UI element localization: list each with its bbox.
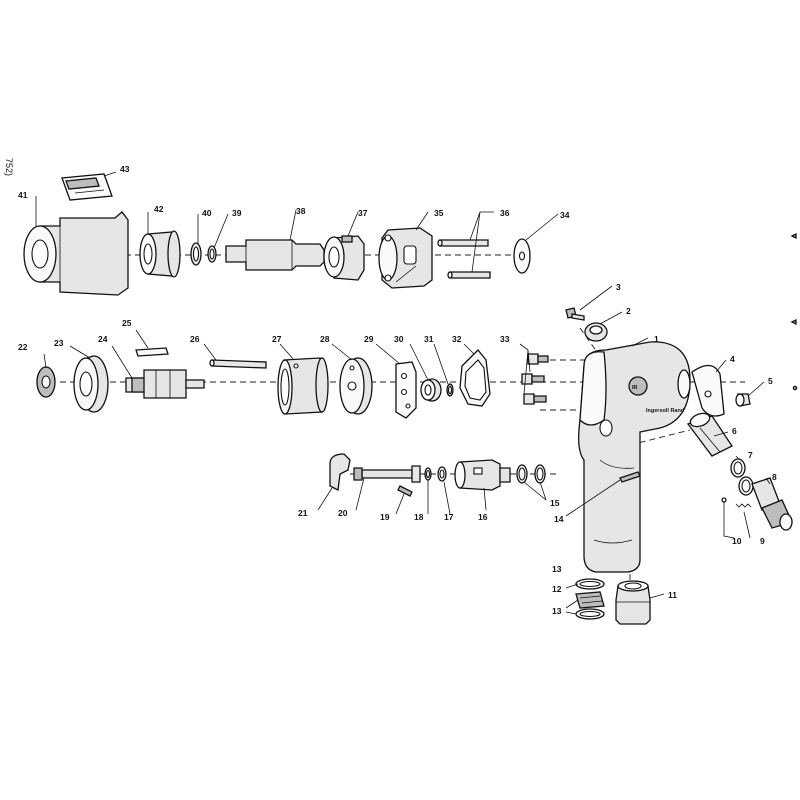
callout-7: 7	[748, 450, 753, 460]
callout-33: 33	[500, 334, 510, 344]
callout-14: 14	[554, 514, 564, 524]
callout-16: 16	[478, 512, 488, 522]
edge-marks	[790, 232, 798, 391]
part-1-motor-housing: IR Ingersoll Rand	[578, 341, 691, 573]
part-25-rotor-vane	[135, 347, 169, 357]
callout-numbers: 1 2 3 4 5 6 7 8 9 10 11 12 13 13 14 15 1…	[18, 164, 777, 616]
brand-name: Ingersoll Rand	[646, 408, 684, 414]
part-21-trigger	[329, 453, 351, 491]
part-22-washer	[36, 366, 56, 398]
callout-32: 32	[452, 334, 462, 344]
part-18-o-ring	[424, 467, 432, 481]
callout-38: 38	[296, 206, 306, 216]
callout-1: 1	[654, 334, 659, 344]
part-14-trigger-pin	[619, 471, 641, 483]
part-2-cap	[584, 322, 608, 342]
callout-3: 3	[616, 282, 621, 292]
part-38-anvil	[225, 239, 325, 271]
part-15-o-rings	[516, 464, 546, 484]
part-31-retaining-ring	[446, 383, 454, 397]
callout-17: 17	[444, 512, 454, 522]
part-29-gasket	[395, 361, 417, 419]
part-27-cylinder	[277, 357, 329, 415]
part-24-rotor	[125, 369, 205, 399]
callout-26: 26	[190, 334, 200, 344]
part-36-cage-pins	[437, 239, 491, 279]
part-41-hammer-case	[23, 211, 129, 296]
part-33-cap-screws	[521, 353, 549, 405]
callout-11: 11	[668, 590, 677, 600]
callout-34: 34	[560, 210, 570, 220]
callout-13-lower: 13	[552, 606, 562, 616]
callout-30: 30	[394, 334, 404, 344]
part-40-retaining-ring	[190, 242, 202, 266]
callout-6: 6	[732, 426, 737, 436]
callout-19: 19	[380, 512, 390, 522]
part-3-screw	[565, 307, 585, 321]
part-19-roll-pin	[397, 485, 413, 497]
callout-2: 2	[626, 306, 631, 316]
callout-13-upper: 13	[552, 564, 562, 574]
part-13-retaining-ring-upper	[575, 578, 605, 590]
callout-15: 15	[550, 498, 560, 508]
part-4-gasket	[691, 364, 725, 417]
part-8-reverse-knob	[751, 477, 793, 531]
part-42-anvil-bushing	[139, 230, 181, 278]
callout-12: 12	[552, 584, 562, 594]
callout-43: 43	[120, 164, 130, 174]
part-23-rear-end-plate	[73, 355, 109, 413]
callout-36: 36	[500, 208, 510, 218]
callout-22: 22	[18, 342, 28, 352]
part-13-retaining-ring-lower	[575, 608, 605, 620]
callout-35: 35	[434, 208, 444, 218]
part-20-throttle-valve	[353, 465, 421, 483]
callout-42: 42	[154, 204, 164, 214]
callout-31: 31	[424, 334, 434, 344]
callout-39: 39	[232, 208, 242, 218]
callout-9: 9	[760, 536, 765, 546]
side-note: 752)	[4, 158, 14, 176]
leader-lines	[35, 171, 771, 615]
callout-27: 27	[272, 334, 282, 344]
callout-40: 40	[202, 208, 212, 218]
part-12-inlet-screen	[575, 591, 605, 609]
callout-37: 37	[358, 208, 368, 218]
part-17-o-ring	[437, 466, 447, 482]
callout-21: 21	[298, 508, 308, 518]
part-5-plug	[735, 393, 751, 407]
callout-29: 29	[364, 334, 374, 344]
part-35-hammer-cage	[378, 227, 433, 289]
callout-8: 8	[772, 472, 777, 482]
callout-5: 5	[768, 376, 773, 386]
brand-logo: IR	[632, 385, 638, 391]
part-26-dowel-pin	[209, 359, 267, 369]
part-32-housing-gasket	[459, 349, 491, 407]
part-39-o-ring	[207, 245, 217, 263]
part-34-thrust-washer	[513, 238, 531, 274]
callout-41: 41	[18, 190, 28, 200]
part-7-o-rings	[730, 458, 754, 496]
part-10-ball	[721, 497, 727, 503]
callout-25: 25	[122, 318, 132, 328]
part-30-bearing	[420, 378, 442, 402]
part-16-throttle-bushing	[454, 459, 511, 491]
callout-20: 20	[338, 508, 348, 518]
part-11-inlet-bushing	[615, 580, 651, 625]
part-43-warning-label	[61, 173, 113, 201]
part-37-hammer	[323, 235, 365, 281]
callout-24: 24	[98, 334, 108, 344]
callout-18: 18	[414, 512, 424, 522]
callout-4: 4	[730, 354, 735, 364]
part-9-spring	[735, 503, 752, 508]
part-28-front-end-plate	[339, 357, 373, 415]
callout-10: 10	[732, 536, 742, 546]
callout-28: 28	[320, 334, 330, 344]
callout-23: 23	[54, 338, 64, 348]
part-6-reverse-valve	[686, 412, 733, 457]
